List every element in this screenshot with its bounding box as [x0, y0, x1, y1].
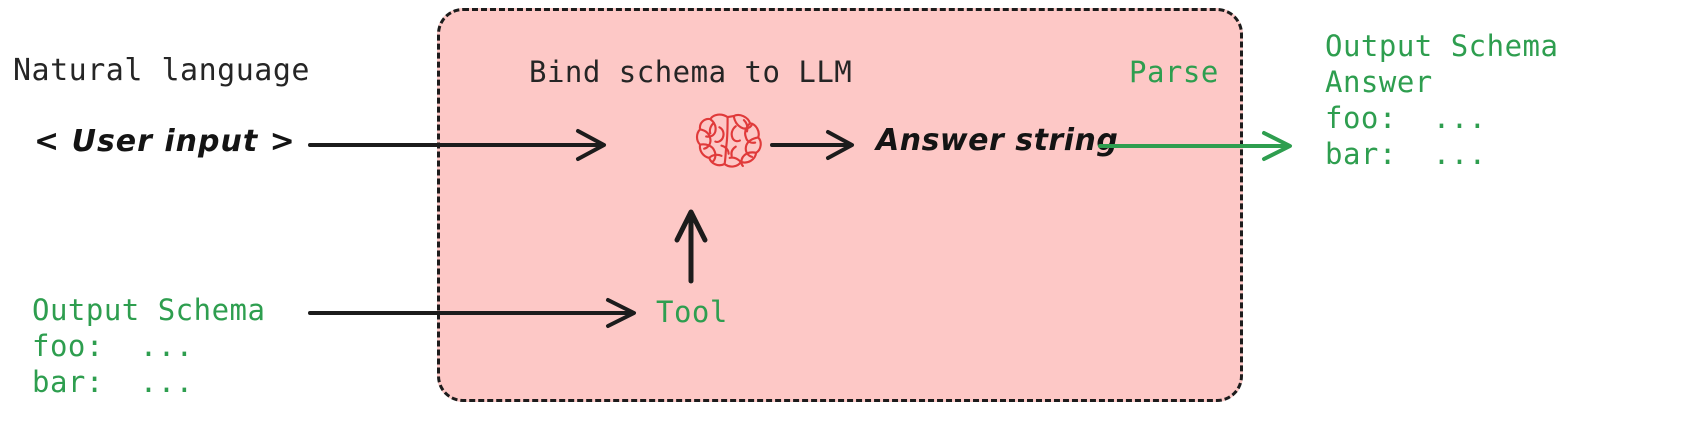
- right-output-schema-answer: Answer: [1325, 65, 1433, 99]
- user-input-placeholder: < User input >: [34, 124, 296, 159]
- right-output-schema-field-bar: bar: ...: [1325, 137, 1487, 171]
- right-output-schema-block: Output Schema Answer foo: ... bar: ...: [1325, 28, 1558, 172]
- parse-label: Parse: [1129, 55, 1219, 89]
- right-output-schema-title: Output Schema: [1325, 29, 1559, 63]
- answer-string-label: Answer string: [876, 123, 1119, 158]
- left-output-schema-field-bar: bar: ...: [32, 365, 194, 399]
- left-output-schema-field-foo: foo: ...: [32, 329, 194, 363]
- bind-schema-label: Bind schema to LLM: [529, 55, 853, 89]
- left-output-schema-title: Output Schema: [32, 293, 266, 327]
- left-output-schema-block: Output Schema foo: ... bar: ...: [32, 292, 265, 400]
- tool-label: Tool: [656, 295, 728, 329]
- natural-language-heading: Natural language: [13, 53, 310, 88]
- right-output-schema-field-foo: foo: ...: [1325, 101, 1487, 135]
- llm-container-box: [437, 8, 1243, 402]
